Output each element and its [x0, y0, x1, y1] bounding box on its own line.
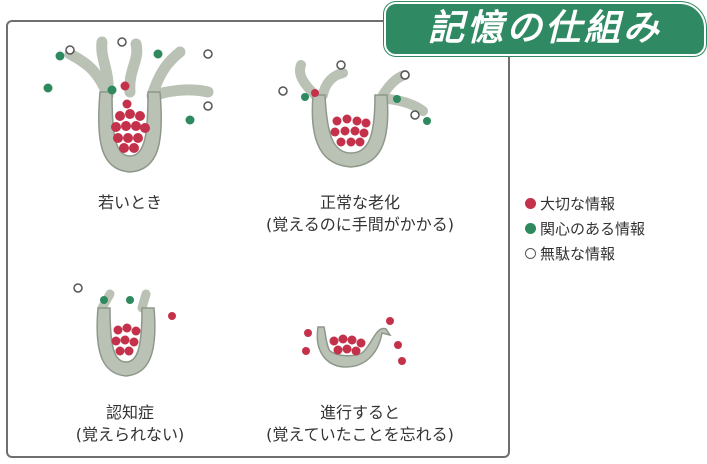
caption-progressed-line1: 進行すると [319, 403, 400, 422]
caption-dementia-line2: (覚えられない) [75, 425, 185, 444]
diagram-title: 記憶の仕組み [384, 2, 706, 56]
caption-dementia-line1: 認知症 [105, 403, 154, 422]
caption-dementia: 認知症 (覚えられない) [40, 402, 220, 446]
illustration-progressed [302, 317, 406, 368]
legend-item-important: 大切な情報 [525, 191, 645, 216]
illustration-dementia [73, 283, 176, 377]
neuron-normal-aging [295, 60, 428, 116]
important-dots-normal-aging [311, 89, 371, 147]
caption-normal-aging-line1: 正常な老化 [319, 193, 400, 212]
caption-young: 若いとき [40, 192, 220, 214]
interest-dot-icon [525, 223, 536, 234]
useless-dots-young [65, 37, 213, 111]
caption-progressed: 進行すると (覚えていたことを忘れる) [230, 402, 490, 446]
useless-dot-icon [525, 248, 536, 259]
illustration-normal-aging [278, 60, 431, 168]
interest-dots-dementia [100, 296, 134, 304]
important-dots-progressed [302, 317, 406, 365]
legend: 大切な情報 関心のある情報 無駄な情報 [525, 191, 645, 266]
diagram-panel [6, 20, 510, 458]
caption-normal-aging: 正常な老化 (覚えるのに手間がかかる) [230, 192, 490, 236]
caption-young-line1: 若いとき [97, 193, 162, 212]
legend-label-interest: 関心のある情報 [540, 220, 646, 238]
neuron-young [64, 36, 214, 102]
important-dots-young [111, 81, 150, 153]
important-dot-icon [525, 198, 536, 209]
neuron-progressed [316, 326, 392, 368]
useless-dots-normal-aging [278, 60, 420, 120]
caption-normal-aging-line2: (覚えるのに手間がかかる) [265, 215, 454, 234]
interest-dots-normal-aging [301, 93, 431, 125]
legend-item-interest: 関心のある情報 [525, 216, 645, 241]
illustration-young [43, 36, 214, 173]
caption-progressed-line2: (覚えていたことを忘れる) [266, 425, 454, 444]
useless-dots-dementia [73, 283, 83, 293]
legend-label-important: 大切な情報 [540, 195, 616, 213]
legend-item-useless: 無駄な情報 [525, 241, 645, 266]
legend-label-useless: 無駄な情報 [540, 245, 616, 263]
interest-dots-young [43, 49, 195, 125]
important-dots-dementia [111, 312, 176, 356]
neuron-dementia [97, 289, 151, 313]
